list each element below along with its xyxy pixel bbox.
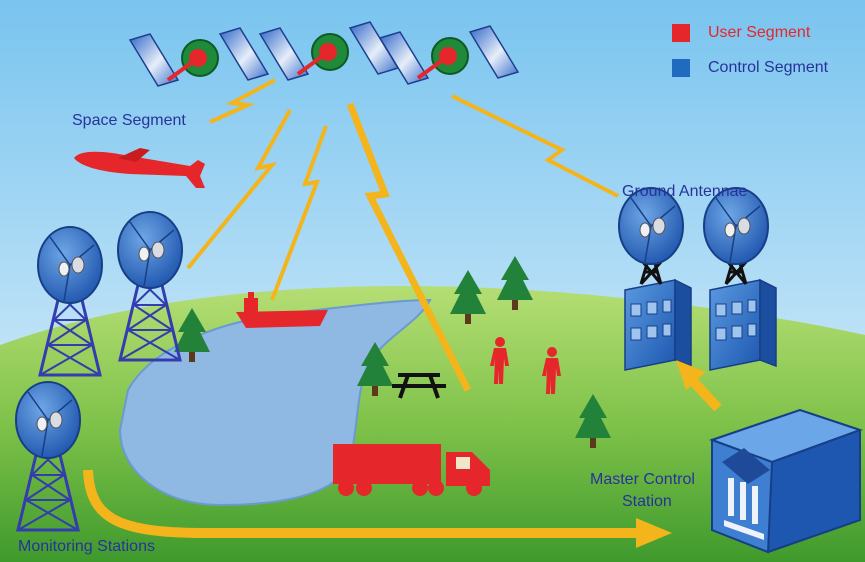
ground-antennae-label: Ground Antennae bbox=[622, 183, 748, 200]
master-control-station bbox=[709, 408, 864, 554]
master-control-label-line1: Master Control bbox=[590, 471, 695, 488]
signal-bolt bbox=[209, 78, 276, 124]
space-segment-label: Space Segment bbox=[72, 112, 186, 129]
signal-bolt bbox=[451, 94, 619, 198]
arrow-to-master-control bbox=[83, 469, 640, 538]
master-control-label-line2: Station bbox=[622, 493, 672, 510]
arrow-head bbox=[636, 518, 672, 548]
signal-bolt bbox=[186, 109, 292, 270]
legend-label-control: Control Segment bbox=[708, 59, 829, 76]
legend-label-user: User Segment bbox=[708, 24, 811, 41]
truck bbox=[333, 444, 490, 496]
ship bbox=[236, 292, 328, 328]
legend-swatch-control bbox=[672, 59, 690, 77]
airplane bbox=[74, 148, 205, 188]
picnic-table bbox=[392, 373, 446, 399]
legend-swatch-user bbox=[672, 24, 690, 42]
arrow-head bbox=[676, 360, 706, 390]
monitoring-stations-label: Monitoring Stations bbox=[18, 538, 155, 555]
signal-bolt bbox=[270, 125, 328, 301]
signal-bolt bbox=[346, 102, 472, 392]
arrow-to-antennae bbox=[686, 374, 722, 412]
